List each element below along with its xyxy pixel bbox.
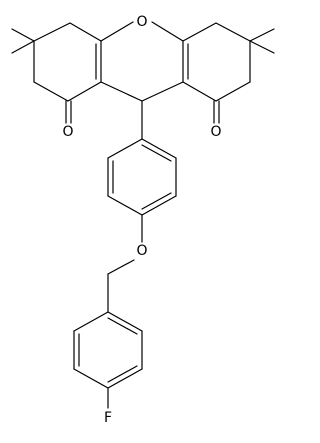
atom-labels: O O O O F: [62, 14, 221, 426]
ketone-oxygen-left-label: O: [62, 124, 73, 140]
bond: [33, 81, 69, 102]
bond: [182, 22, 217, 42]
bond: [107, 317, 138, 335]
bond: [11, 40, 35, 54]
fluorine-label: F: [104, 410, 112, 426]
bond: [141, 192, 172, 210]
bond: [100, 21, 134, 42]
bond: [100, 81, 143, 102]
bond: [107, 259, 135, 275]
bond: [69, 22, 102, 42]
bond: [107, 195, 143, 216]
bond: [249, 28, 275, 42]
bond: [151, 21, 184, 42]
bond: [182, 81, 217, 102]
bond: [141, 195, 177, 216]
ring-oxygen-label: O: [136, 14, 147, 30]
bond: [141, 138, 177, 159]
structure-diagram: O O O O F: [11, 14, 275, 426]
bond: [11, 28, 35, 42]
phenyl-ring-lower: [73, 311, 143, 409]
bond: [215, 22, 251, 42]
bond: [215, 81, 251, 102]
bond: [107, 311, 143, 332]
phenyl-ring-upper: [107, 138, 177, 216]
right-ring: [182, 22, 275, 124]
bond: [33, 22, 71, 42]
molecule-canvas: O O O O F: [11, 14, 275, 426]
bond: [249, 40, 275, 54]
ether-oxygen-label: O: [136, 243, 147, 259]
bond: [73, 368, 109, 389]
bond: [73, 311, 109, 332]
bond: [67, 81, 102, 102]
ketone-oxygen-right-label: O: [210, 124, 221, 140]
left-ring: [11, 22, 102, 124]
bond: [107, 365, 138, 383]
bond: [141, 144, 172, 162]
bond: [141, 81, 184, 102]
pyran-ring: [100, 21, 184, 102]
bond: [107, 138, 143, 159]
bond: [107, 368, 143, 389]
